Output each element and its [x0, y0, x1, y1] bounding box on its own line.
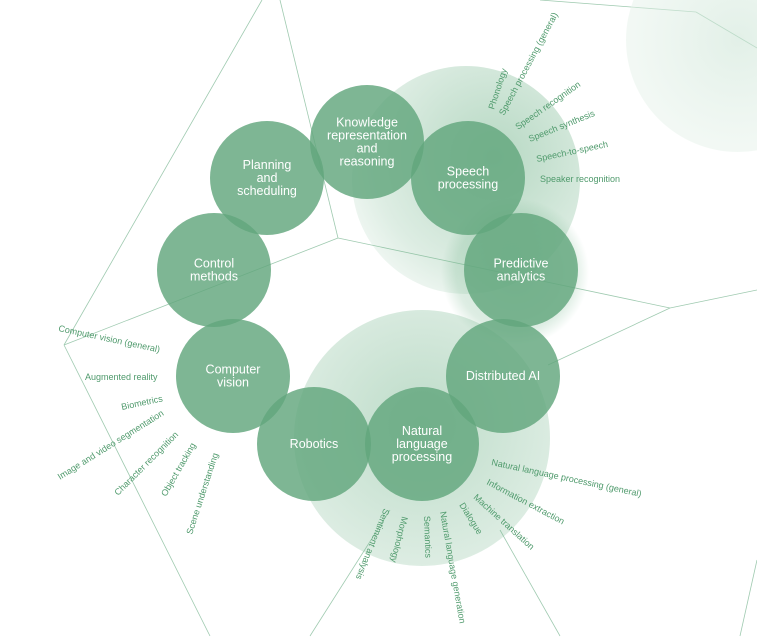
node-circle-predictive [464, 213, 578, 327]
nlp-subtopic-label: Semantics [422, 516, 433, 559]
node-label-vision: Computer [206, 363, 261, 377]
node-label-distributed: Distributed AI [466, 369, 540, 383]
node-label-control: methods [190, 270, 238, 284]
node-distributed: Distributed AI [446, 319, 560, 433]
node-label-control: Control [194, 257, 234, 271]
vision-subtopic-label: Augmented reality [85, 372, 158, 382]
node-label-planning: and [257, 171, 278, 185]
node-robotics: Robotics [257, 387, 371, 501]
node-circle-robotics [257, 387, 371, 501]
node-label-knowledge: reasoning [340, 155, 395, 169]
node-label-predictive: analytics [497, 270, 546, 284]
node-label-predictive: Predictive [494, 257, 549, 271]
node-label-knowledge: Knowledge [336, 116, 398, 130]
node-circle-nlp [365, 387, 479, 501]
node-label-knowledge: and [357, 142, 378, 156]
node-label-vision: vision [217, 376, 249, 390]
nodes-layer: KnowledgerepresentationandreasoningSpeec… [157, 85, 578, 501]
node-label-planning: scheduling [237, 184, 297, 198]
node-circle-speech [411, 121, 525, 235]
vision-subtopic-label: Image and video segmentation [56, 408, 166, 482]
node-label-speech: processing [438, 178, 498, 192]
node-label-nlp: processing [392, 450, 452, 464]
vision-subtopic-label: Scene understanding [184, 452, 220, 536]
speech-subtopic-label: Speaker recognition [540, 174, 620, 184]
node-label-planning: Planning [243, 158, 292, 172]
node-label-nlp: language [396, 437, 447, 451]
node-circle-distributed [446, 319, 560, 433]
corner-halo [626, 0, 757, 152]
node-circle-vision [176, 319, 290, 433]
node-circle-planning [210, 121, 324, 235]
node-circle-control [157, 213, 271, 327]
node-label-knowledge: representation [327, 129, 407, 143]
node-label-speech: Speech [447, 165, 489, 179]
node-label-nlp: Natural [402, 424, 442, 438]
node-label-robotics: Robotics [290, 437, 339, 451]
vision-subtopic-label: Computer vision (general) [58, 323, 161, 354]
node-circle-knowledge [310, 85, 424, 199]
